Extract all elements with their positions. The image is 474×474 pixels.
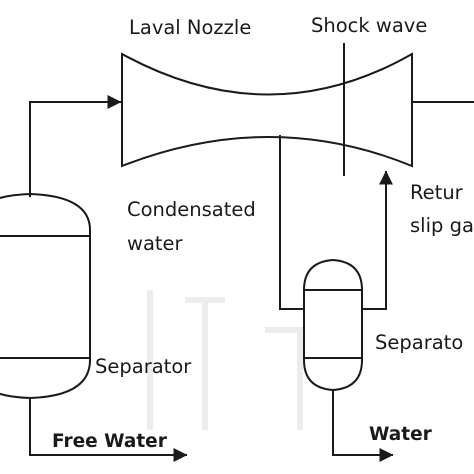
watermark xyxy=(147,290,303,430)
laval-nozzle-label: Laval Nozzle xyxy=(129,16,252,39)
shock-wave-label: Shock wave xyxy=(311,14,428,37)
left-separator-vessel xyxy=(0,192,91,400)
inlet-pipe xyxy=(29,95,122,197)
condensated-water-label-line1: Condensated xyxy=(127,198,256,221)
return-slip-label-line2: slip ga xyxy=(410,214,474,237)
condensated-water-label-line2: water xyxy=(127,232,183,255)
return-slip-label-line1: Retur xyxy=(410,181,463,204)
laval-nozzle xyxy=(121,52,413,168)
right-separator-vessel xyxy=(303,258,363,392)
free-water-pipe xyxy=(29,397,188,462)
water-pipe xyxy=(332,389,394,462)
water-label: Water xyxy=(369,424,432,445)
separator-right-label: Separato xyxy=(375,331,464,354)
condensated-water-pipe xyxy=(279,135,305,310)
separator-left-label: Separator xyxy=(95,355,192,378)
return-slip-gas-pipe xyxy=(361,170,393,310)
free-water-label: Free Water xyxy=(52,431,167,452)
